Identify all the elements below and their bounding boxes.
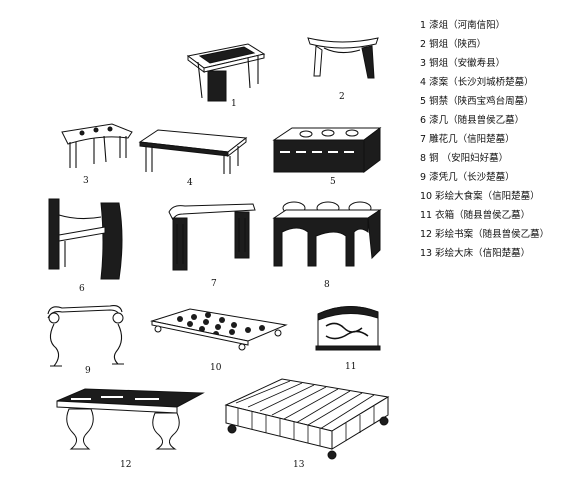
- figure-number: 4: [187, 178, 193, 188]
- figure-number: 3: [83, 176, 89, 186]
- figure-number: 10: [210, 363, 222, 373]
- figure-number: 9: [85, 366, 91, 376]
- figure-number: 13: [293, 460, 305, 470]
- painted-desk-icon: [56, 388, 205, 450]
- caption: 6 漆几（随县曾侯乙墓）: [420, 115, 525, 126]
- caption: 2 铜俎（陕西）: [420, 39, 487, 50]
- carved-armrest-icon: [168, 203, 256, 271]
- figure-number: 2: [339, 92, 345, 102]
- figure-number: 1: [231, 99, 237, 109]
- caption: 7 雕花几（信阳楚墓）: [420, 134, 515, 145]
- figure-number: 11: [345, 362, 357, 372]
- figure-number: 6: [79, 284, 85, 294]
- caption: 10 彩绘大食案（信阳楚墓）: [420, 191, 540, 202]
- bronze-zu-icon: [61, 123, 133, 168]
- caption: 3 铜俎（安徽寿县）: [420, 58, 506, 69]
- lacquer-zu-icon: [186, 43, 266, 102]
- figure-number: 12: [120, 460, 132, 470]
- caption: 4 漆案（长沙刘城桥楚墓）: [420, 77, 534, 88]
- bronze-cooking-stand-icon: [272, 201, 382, 267]
- caption: 9 漆凭几（长沙楚墓）: [420, 172, 515, 183]
- painted-bed-icon: [224, 378, 390, 460]
- lacquer-armrest-icon: [48, 198, 123, 280]
- caption: 13 彩绘大床（信阳楚墓）: [420, 248, 531, 259]
- figure-number: 5: [330, 177, 336, 187]
- figure-number: 8: [324, 280, 330, 290]
- caption: 12 彩绘书案（随县曾侯乙墓）: [420, 229, 550, 240]
- caption: 11 衣箱（随县曾侯乙墓）: [420, 210, 531, 221]
- caption: 1 漆俎（河南信阳）: [420, 20, 506, 31]
- painted-food-table-icon: [150, 308, 288, 351]
- caption: 8 铜 （安阳妇好墓）: [420, 153, 509, 164]
- leaning-armrest-icon: [47, 305, 124, 367]
- caption: 5 铜禁（陕西宝鸡台周墓）: [420, 96, 534, 107]
- clothes-chest-icon: [315, 306, 381, 351]
- bronze-stand-icon: [272, 127, 382, 173]
- figure-number: 7: [211, 279, 217, 289]
- lacquer-table-icon: [138, 129, 248, 174]
- bronze-zu-icon: [307, 37, 379, 79]
